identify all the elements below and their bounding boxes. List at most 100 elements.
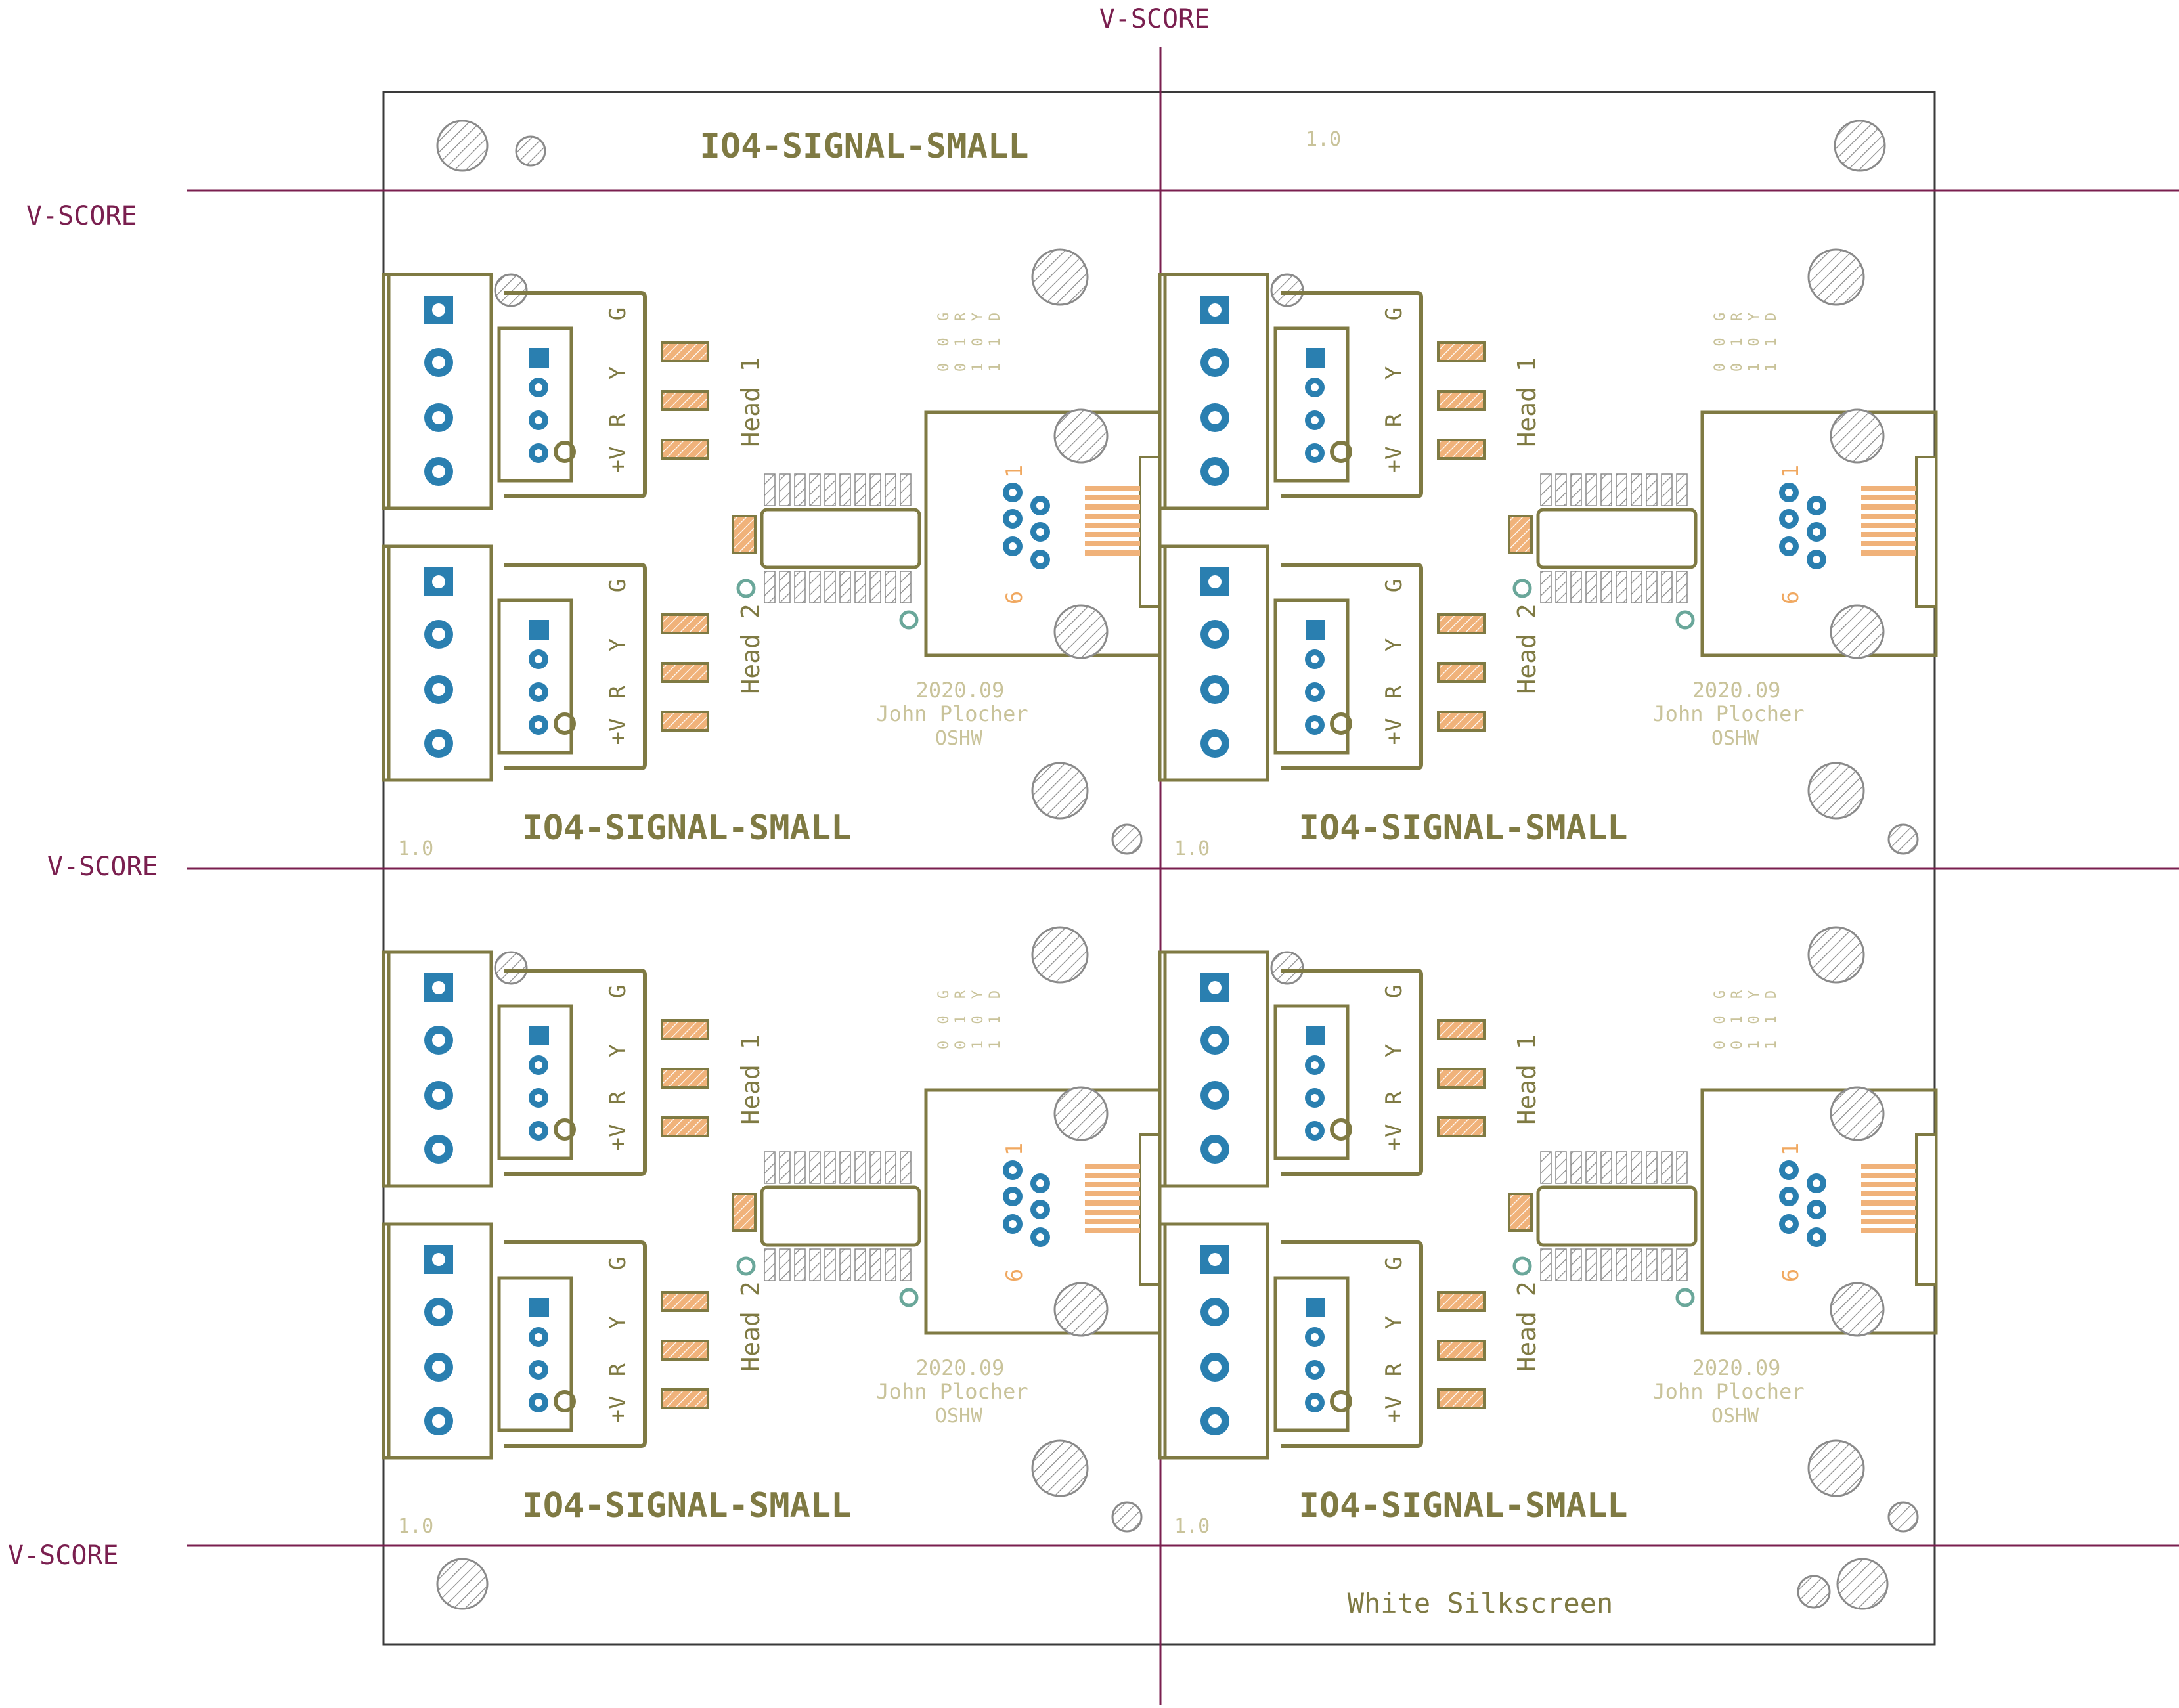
pad-drill xyxy=(1311,416,1319,424)
pad-drill xyxy=(432,356,445,369)
top-rail-title: IO4-SIGNAL-SMALL xyxy=(700,127,1029,166)
sub-board-version: 1.0 xyxy=(398,1515,433,1538)
connector-pin-label: R xyxy=(605,413,631,427)
rj-mount-hole xyxy=(1830,1282,1885,1337)
via xyxy=(899,610,919,630)
pad-drill xyxy=(535,1094,542,1102)
mounting-hole xyxy=(1031,926,1089,984)
connector-pin-label: R xyxy=(605,685,631,699)
truth-table-row: 1 1 D xyxy=(987,986,1003,1049)
head2-label: Head 2 xyxy=(1512,1281,1541,1371)
header-body xyxy=(1273,1004,1350,1160)
ic-pin xyxy=(900,473,912,506)
rj-pin-first-label: 1 xyxy=(1778,1143,1804,1156)
ic-pin xyxy=(1570,1151,1582,1184)
rj-contact xyxy=(1085,504,1140,510)
rj-contact xyxy=(1861,1191,1916,1196)
pad-drill xyxy=(432,737,445,750)
resistor xyxy=(661,1388,709,1409)
resistor xyxy=(661,1291,709,1312)
pad-drill xyxy=(1813,556,1820,563)
pad-drill xyxy=(1813,502,1820,510)
pad-drill xyxy=(1036,528,1044,536)
truth-table-row: 1 1 D xyxy=(1763,309,1780,372)
ic-pin xyxy=(794,1151,806,1184)
via xyxy=(1512,579,1532,598)
truth-table-row: 1 0 Y xyxy=(970,986,986,1049)
pad-drill xyxy=(1009,1193,1017,1200)
ic-pin xyxy=(1555,1151,1567,1184)
fiducial xyxy=(494,951,528,985)
ic-pin xyxy=(885,571,896,603)
mounting-hole xyxy=(436,120,489,172)
pad-drill xyxy=(1208,1253,1222,1266)
terminal-outline xyxy=(382,950,493,1188)
header-body xyxy=(1273,326,1350,483)
ic-pin xyxy=(1570,1248,1582,1281)
ic-pin xyxy=(869,1248,881,1281)
ic-pin xyxy=(900,571,912,603)
ic-pin xyxy=(824,473,836,506)
connector-pin-label: +V xyxy=(1381,1396,1407,1423)
pad-drill xyxy=(1311,721,1319,729)
ic-pin xyxy=(1540,1151,1552,1184)
connector-pin-label: +V xyxy=(1381,1124,1407,1151)
fiducial xyxy=(1270,273,1304,307)
pad-drill xyxy=(1208,1034,1222,1047)
fiducial xyxy=(1797,1575,1831,1609)
pad-drill xyxy=(1036,1179,1044,1187)
pad-drill xyxy=(432,1253,445,1266)
header-outline xyxy=(1281,969,1423,1176)
rj-contact xyxy=(1861,486,1916,491)
pad-drill xyxy=(1208,737,1222,750)
pad-drill xyxy=(1785,1166,1793,1174)
ic-pin xyxy=(1661,571,1673,603)
pad-drill xyxy=(432,303,445,317)
credit-license: OSHW xyxy=(935,1405,983,1428)
rj-contact xyxy=(1085,1200,1140,1206)
vscore-label-top: V-SCORE xyxy=(1099,4,1210,34)
ic-pin xyxy=(1616,1151,1627,1184)
pad-drill xyxy=(1813,1179,1820,1187)
rj-contact xyxy=(1085,495,1140,500)
ic-body xyxy=(1536,1185,1698,1247)
connector-pin-label: Y xyxy=(605,1044,631,1057)
credit-author: John Plocher xyxy=(1652,1379,1804,1404)
pin1-marker xyxy=(554,1118,576,1141)
rj-contact xyxy=(1085,550,1140,556)
rj-latch xyxy=(1915,456,1937,608)
rj-pin-last-label: 6 xyxy=(1778,1269,1804,1282)
rj-pin-last-label: 6 xyxy=(1001,1269,1028,1282)
fiducial xyxy=(1887,823,1919,855)
rj-contact xyxy=(1085,1219,1140,1224)
pad-drill xyxy=(1311,655,1319,663)
rj-pin-first-label: 1 xyxy=(1001,1143,1028,1156)
connector-pin-label: R xyxy=(605,1091,631,1105)
ic-pin xyxy=(809,1248,821,1281)
header-outline xyxy=(1281,291,1423,498)
rj-contact xyxy=(1861,1210,1916,1215)
ic-pin xyxy=(869,571,881,603)
pad-drill xyxy=(535,655,542,663)
credit-author: John Plocher xyxy=(876,1379,1028,1404)
rj-latch xyxy=(1139,456,1161,608)
pad-square xyxy=(1306,348,1325,368)
ic-pin xyxy=(1555,473,1567,506)
ic-pin xyxy=(1570,571,1582,603)
truth-table-row: 0 1 R xyxy=(953,986,969,1049)
mounting-hole xyxy=(1834,120,1886,172)
ic-pin xyxy=(779,1151,791,1184)
connector-pin-label: R xyxy=(605,1363,631,1376)
vscore-label-left-2: V-SCORE xyxy=(47,852,158,882)
ic-pin xyxy=(854,571,866,603)
pad-square xyxy=(1306,620,1325,640)
rj-contact xyxy=(1861,495,1916,500)
vscore-label-left-1: V-SCORE xyxy=(26,201,137,231)
ic-pin xyxy=(1616,571,1627,603)
